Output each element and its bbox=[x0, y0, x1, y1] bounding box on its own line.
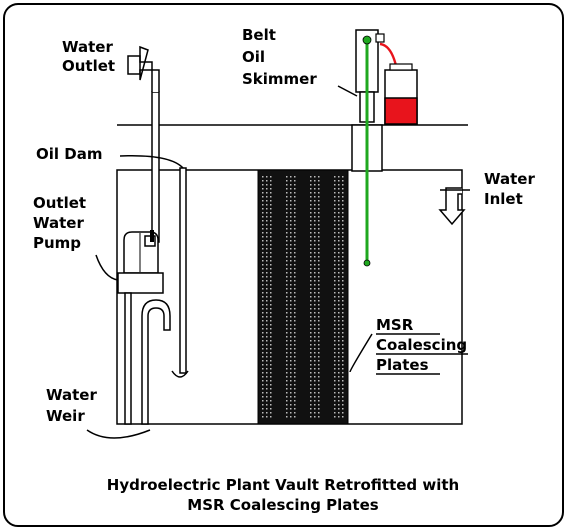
label-water-weir-line1: Water bbox=[46, 386, 97, 404]
label-water-outlet-line2: Outlet bbox=[62, 57, 115, 75]
outlet-water-pump bbox=[117, 230, 164, 294]
label-outlet-pump-line1: Outlet bbox=[33, 194, 86, 212]
label-water-outlet-line1: Water bbox=[62, 38, 113, 56]
caption-line2: MSR Coalescing Plates bbox=[187, 496, 378, 514]
plate-pack-texture bbox=[262, 176, 344, 418]
label-water-inlet-line1: Water bbox=[484, 170, 535, 188]
label-msr-line2: Coalescing bbox=[376, 336, 467, 354]
caption-line1: Hydroelectric Plant Vault Retrofitted wi… bbox=[107, 476, 459, 494]
belt-oil-skimmer bbox=[355, 29, 385, 267]
label-msr-line1: MSR bbox=[376, 316, 414, 334]
label-oil-dam: Oil Dam bbox=[36, 145, 102, 163]
coalescing-plate-pack bbox=[257, 169, 349, 425]
water-weir bbox=[141, 299, 171, 425]
label-outlet-pump-line3: Pump bbox=[33, 234, 81, 252]
oil-dam-hook bbox=[171, 370, 189, 378]
leader-lines bbox=[86, 85, 373, 439]
oil-collection-container bbox=[379, 42, 418, 125]
label-belt-skimmer-line3: Skimmer bbox=[242, 70, 317, 88]
label-belt-skimmer-line2: Oil bbox=[242, 48, 265, 66]
label-water-inlet-line2: Inlet bbox=[484, 190, 523, 208]
label-belt-skimmer-line1: Belt bbox=[242, 26, 276, 44]
label-water-weir-line2: Weir bbox=[46, 407, 85, 425]
inlet-arrow-icon bbox=[438, 187, 466, 226]
outlet-arrow-icon bbox=[139, 45, 149, 81]
outlet-elbow bbox=[127, 55, 160, 92]
oil-dam bbox=[179, 167, 187, 374]
outlet-pipe bbox=[151, 91, 160, 243]
weir-left-leg bbox=[124, 292, 132, 425]
label-outlet-pump-line2: Water bbox=[33, 214, 84, 232]
label-msr-line3: Plates bbox=[376, 356, 429, 374]
